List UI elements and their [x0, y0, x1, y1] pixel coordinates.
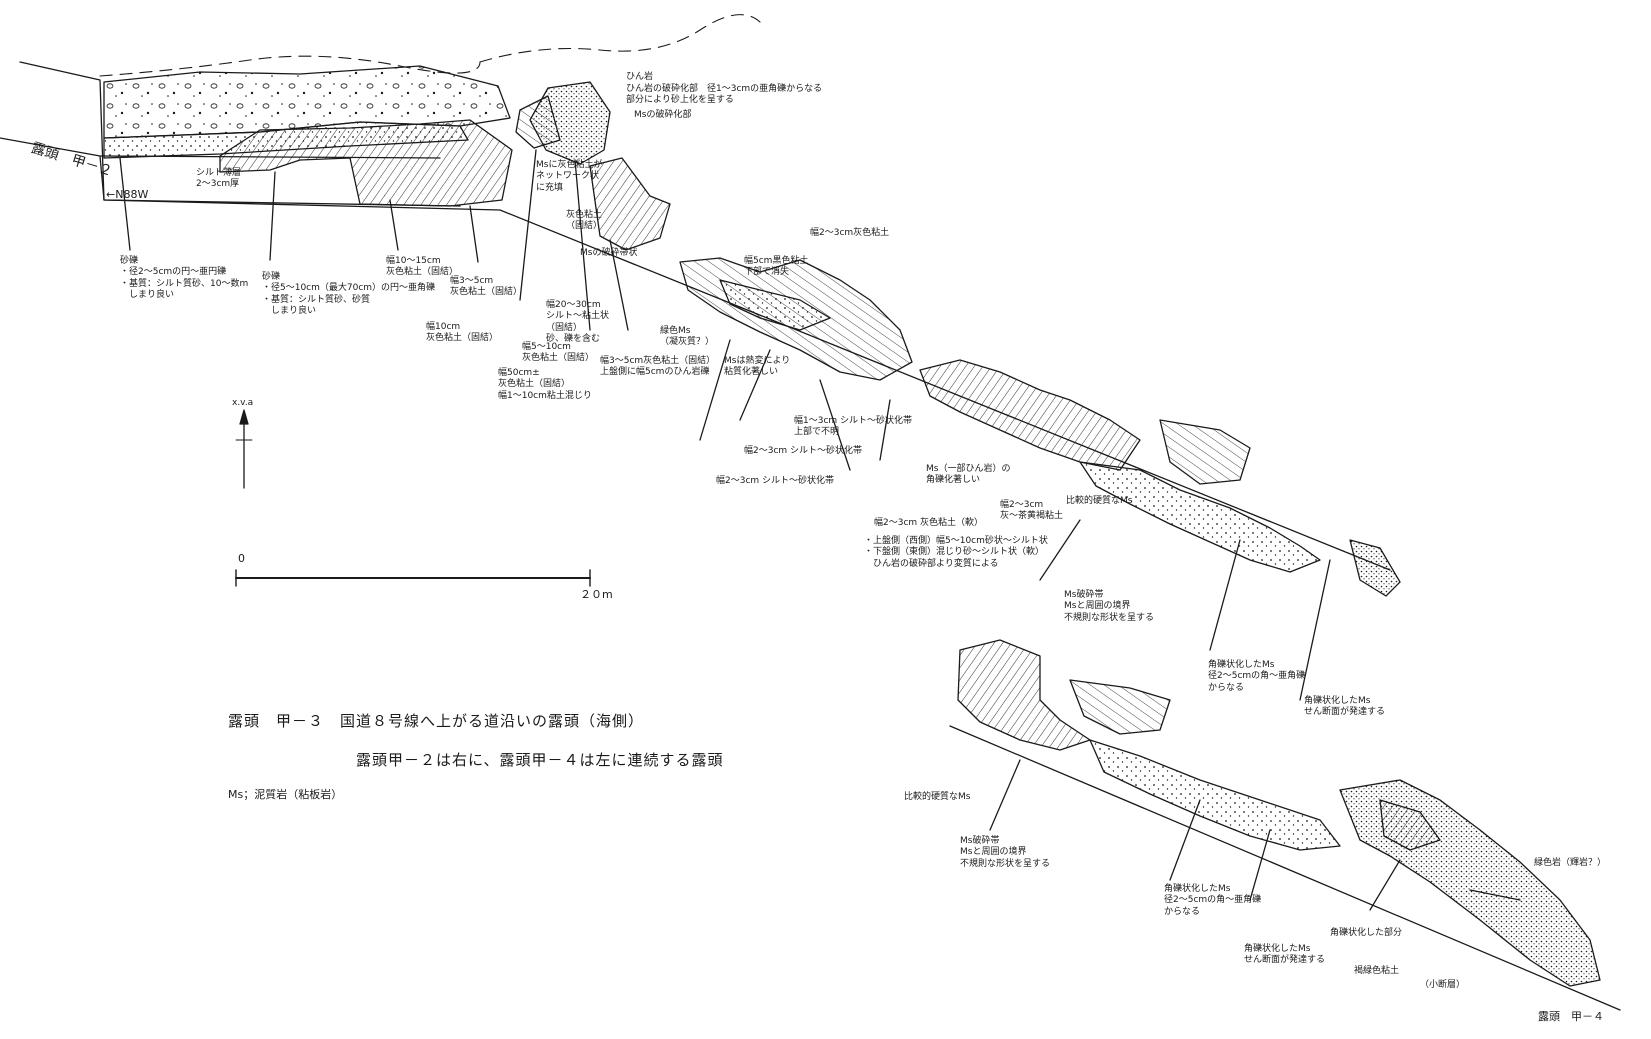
note-dyke-rocks: Ms（一部ひん岩）の 角礫化著しい: [926, 464, 1011, 486]
note-gray-clay-solid: 灰色粘土 （固結）: [566, 210, 603, 232]
note-ms-heated: Msは熱変により 粘質化著しい: [724, 356, 791, 378]
note-dyke-desc: ひん岩の破砕化部 径1～3cmの亜角礫からなる 部分により砂上化を呈する: [626, 84, 823, 106]
note-network: Msに灰色粘土が ネットワーク状 に充填: [536, 160, 603, 193]
direction-label: ←N88W: [106, 188, 149, 201]
note-clay-50cm: 幅50cm± 灰色粘土（固結） 幅1～10cm粘土混じり: [498, 368, 592, 401]
edge-label-right: 露頭 甲－４: [1538, 1010, 1604, 1023]
note-clay-2-3-brown2: 幅2～3cm 灰色粘土（軟）: [874, 518, 984, 528]
north-mark: x.v.a: [232, 398, 254, 408]
note-clay-2-3-gray: 幅2～3cm灰色粘土: [810, 228, 890, 238]
note-gravel-top: 砂礫 ・径2～5cmの円～亜円礫 ・基質：シルト質砂、10～数m しまり良い: [120, 256, 249, 300]
note-green-rock: 緑色岩（輝岩？）: [1534, 858, 1607, 868]
note-clay-5-10: 幅5～10cm 灰色粘土（固結）: [522, 342, 595, 364]
note-upper-lower: ・上盤側（西側）幅5～10cm砂状～シルト状 ・下盤側（東側）混じり砂～シルト状…: [864, 536, 1048, 569]
note-ms-boundary-a: Ms破砕帯 Msと周囲の境界 不規則な形状を呈する: [1064, 590, 1155, 623]
note-silt-layer: シルト薄層 2～3cm厚: [196, 168, 242, 190]
note-relative-hard-ms-b: 比較的硬質なMs: [904, 792, 971, 802]
note-clay-10cm: 幅10cm 灰色粘土（固結）: [426, 322, 499, 344]
note-silt-sand-2-3b: 幅2～3cm シルト～砂状化帯: [716, 476, 835, 486]
note-silt-sand-1-3: 幅1～3cm シルト～砂状化帯 上部で不明: [794, 416, 913, 438]
note-small-fault: （小断層）: [1420, 980, 1466, 990]
note-clay-3-5-upper: 幅3～5cm灰色粘土（固結） 上盤側に幅5cmのひん岩礫: [600, 356, 716, 378]
note-clay-3-5: 幅3～5cm 灰色粘土（固結）: [450, 276, 523, 298]
note-gravel-mid: 砂礫 ・径5～10cm（最大70cm）の円～亜角礫 ・基質：シルト質砂、砂質 し…: [262, 272, 436, 316]
note-ms-crushed: Msの破砕化部: [634, 110, 692, 120]
note-angular-ms-b: 角礫状化したMs せん断面が発達する: [1304, 696, 1386, 718]
note-ms-boundary-b: Ms破砕帯 Msと周囲の境界 不規則な形状を呈する: [960, 836, 1051, 869]
note-fault-breccia-ms: Msの破砕帯状: [580, 248, 638, 258]
caption-legend: Ms；泥質岩（粘板岩）: [228, 788, 343, 801]
scale-zero: 0: [238, 552, 245, 565]
caption-title: 露頭 甲－３ 国道８号線へ上がる道沿いの露頭（海側）: [228, 712, 645, 730]
note-clay-5cm-dark: 幅5cm黒色粘土 下部で消失: [744, 256, 809, 278]
note-silt-sand-2-3a: 幅2～3cm シルト～砂状化帯: [744, 446, 863, 456]
note-angular-ms-d: 角礫状化したMs せん断面が発達する: [1244, 944, 1326, 966]
note-relative-hard-ms-a: 比較的硬質なMs: [1066, 496, 1133, 506]
note-clay-20-30: 幅20～30cm シルト～粘土状 （固結） 砂、礫を含む: [546, 300, 610, 344]
scale-max: ２０m: [580, 588, 613, 601]
note-angular-ms-c: 角礫状化したMs 径2～5cmの角～亜角礫 からなる: [1164, 884, 1262, 917]
note-greenish-clay: 褐緑色粘土: [1354, 966, 1400, 976]
note-green-rock-ms: 緑色Ms （凝灰質？）: [660, 326, 715, 348]
caption-subtitle: 露頭甲－２は右に、露頭甲－４は左に連続する露頭: [356, 751, 724, 769]
note-angular-ms-a: 角礫状化したMs 径2～5cmの角～亜角礫 からなる: [1208, 660, 1306, 693]
note-clay-10-15: 幅10～15cm 灰色粘土（固結）: [386, 256, 459, 278]
note-clay-2-3-brown: 幅2～3cm 灰～茶黄褐粘土: [1000, 500, 1064, 522]
note-dyke-title: ひん岩: [626, 72, 654, 82]
note-angular-ms-e: 角礫状化した部分: [1330, 928, 1403, 938]
